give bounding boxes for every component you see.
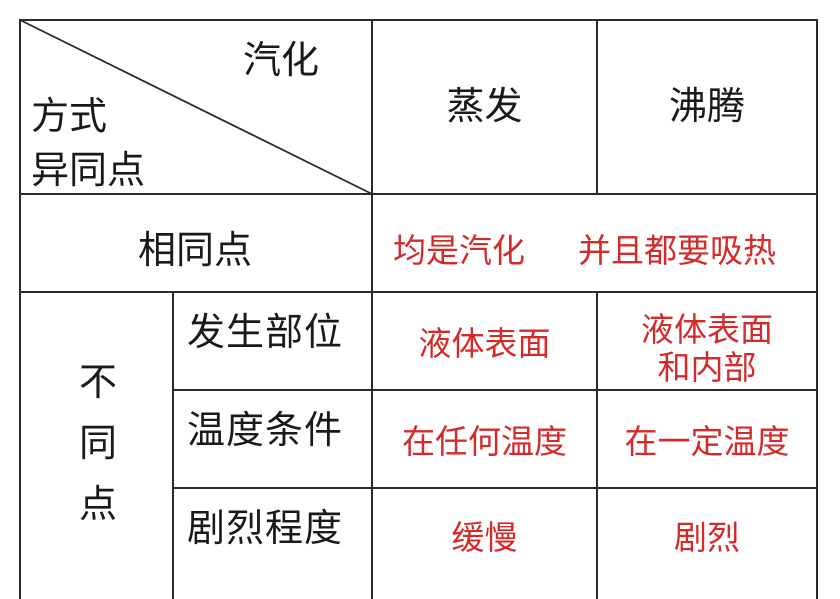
column-header-boiling: 沸腾 (668, 84, 745, 128)
corner-bottom-left-label-2: 异同点 (31, 148, 146, 192)
boiling-intensity-value: 剧烈 (674, 518, 740, 557)
table-border-right (816, 19, 818, 599)
diff-points-label-char-1: 不 (79, 360, 118, 404)
comparison-table: 汽化 方式 异同点 蒸发 沸腾 相同点 均是汽化 并且都要吸热 不 同 点 发生… (19, 19, 818, 599)
diff-points-label-char-3: 点 (79, 482, 118, 526)
column-header-evaporation: 蒸发 (446, 84, 523, 128)
corner-bottom-left-label-1: 方式 (31, 94, 108, 138)
diff-points-label-char-2: 同 (79, 421, 118, 465)
evaporation-temperature-value: 在任何温度 (402, 422, 567, 461)
row-divider-header (19, 193, 818, 195)
same-points-value-part2: 并且都要吸热 (578, 231, 776, 270)
same-points-label: 相同点 (137, 228, 252, 272)
corner-top-right-label: 汽化 (243, 38, 320, 82)
table-border-left (19, 19, 21, 599)
evaporation-intensity-value: 缓慢 (451, 518, 518, 557)
aspect-temperature-label: 温度条件 (187, 408, 344, 452)
same-points-value-part1: 均是汽化 (393, 231, 525, 270)
table-border-top (19, 19, 818, 21)
row-divider-location (172, 389, 818, 391)
row-divider-same (19, 291, 818, 293)
aspect-location-label: 发生部位 (187, 310, 344, 354)
col-divider-main (371, 19, 373, 599)
col-divider-diff (596, 292, 598, 599)
boiling-location-value-line2: 和内部 (657, 348, 757, 387)
col-divider-header (596, 19, 598, 194)
row-divider-temperature (172, 487, 818, 489)
aspect-intensity-label: 剧烈程度 (187, 506, 344, 550)
corner-diagonal-line (19, 19, 373, 195)
boiling-location-value-line1: 液体表面 (641, 310, 773, 349)
evaporation-location-value: 液体表面 (418, 324, 551, 363)
boiling-temperature-value: 在一定温度 (624, 422, 790, 461)
col-divider-subgroup (172, 292, 174, 599)
